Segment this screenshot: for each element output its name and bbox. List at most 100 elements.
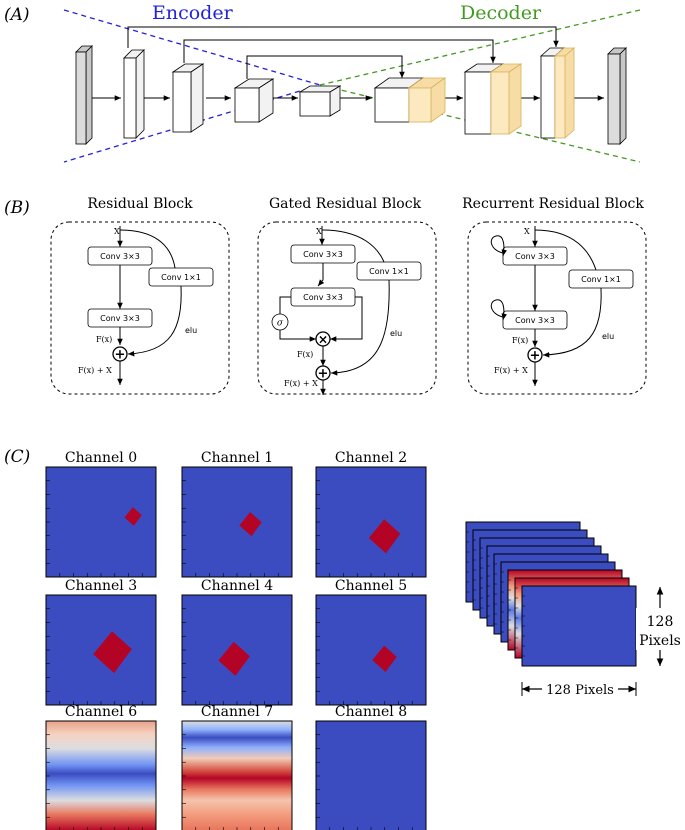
encoder-label: Encoder (152, 2, 234, 24)
block-front-face (464, 71, 492, 135)
conv-1x1-label: Conv 1×1 (369, 267, 409, 276)
elu-label: elu (185, 326, 197, 335)
channel-panel: Channel 6 (45, 704, 157, 830)
block-front-face (408, 87, 432, 123)
conv-3x3-a-label: Conv 3×3 (303, 250, 343, 259)
residual-block: Residual Block X Conv 3×3 Conv 3×3 F(x) … (50, 196, 230, 395)
height-label-number: 128 (647, 614, 674, 630)
height-label-unit: Pixels (639, 633, 681, 649)
width-label: 128 Pixels (546, 683, 614, 698)
feature-map-block (607, 47, 627, 145)
block-side-face (564, 47, 575, 139)
sigma-label: σ (277, 319, 284, 329)
square-source (372, 645, 397, 672)
block-side-face (619, 47, 627, 145)
block-side-face (508, 63, 522, 135)
channel-image (181, 466, 293, 578)
feature-map-block (123, 49, 145, 139)
residual-block-title: Residual Block (87, 196, 193, 212)
feature-map-block (171, 63, 205, 133)
conv-3x3-b-label: Conv 3×3 (100, 314, 140, 323)
encoder-outline (63, 9, 323, 163)
fx-label: F(x) (297, 350, 313, 359)
channel-grid: Channel 0 Channel 1 Channel 2 Channel 3 Chan… (45, 450, 427, 830)
square-source (368, 519, 401, 554)
output-label: F(x) + X (494, 366, 528, 375)
conv-1x1-label: Conv 1×1 (161, 273, 201, 282)
decoder-outline (319, 9, 641, 163)
panel-a-label: (A) (4, 5, 30, 25)
conv-3x3-a-label: Conv 3×3 (515, 252, 555, 261)
output-label: F(x) + X (284, 379, 318, 388)
square-source (93, 631, 132, 674)
recurrent-block-title: Recurrent Residual Block (462, 196, 644, 212)
channel-title: Channel 3 (65, 578, 137, 594)
panel-c-label: (C) (4, 447, 30, 467)
width-dimension: 128 Pixels (521, 680, 637, 698)
channel-image (181, 720, 293, 830)
channel-title: Channel 1 (201, 450, 273, 466)
input-x: X (114, 227, 120, 236)
block-front-face (554, 55, 566, 139)
feature-map-block (553, 47, 576, 139)
stacked-channel (521, 585, 637, 667)
block-front-face (234, 87, 260, 123)
channel-image (45, 466, 157, 578)
elu-label: elu (602, 332, 614, 341)
recurrent-loop-b (490, 299, 507, 321)
conv-3x3-a-label: Conv 3×3 (100, 252, 140, 261)
channel-title: Channel 6 (65, 704, 137, 720)
feature-map-block (298, 85, 342, 117)
times-symbol: × (318, 333, 328, 347)
conv-3x3-b-label: Conv 3×3 (515, 316, 555, 325)
channel-title: Channel 8 (335, 704, 407, 720)
decoder-label: Decoder (460, 2, 542, 24)
panel-b-label: (B) (4, 198, 30, 218)
channel-title: Channel 0 (65, 450, 137, 466)
input-x: X (524, 227, 530, 236)
fx-label: F(x) (96, 335, 112, 344)
height-dimension: 128 Pixels (636, 587, 685, 666)
recurrent-loop-a (490, 235, 507, 257)
channel-panel: Channel 0 (45, 450, 157, 578)
channel-panel: Channel 4 (181, 578, 293, 706)
channel-image (315, 720, 427, 830)
feature-map-block (75, 45, 93, 145)
channel-image (315, 466, 427, 578)
block-front-face (607, 53, 621, 145)
block-side-face (85, 45, 93, 145)
block-front-face (299, 91, 331, 117)
channel-panel: Channel 3 (45, 578, 157, 706)
unet-blocks (75, 45, 627, 145)
block-front-face (123, 57, 137, 139)
block-front-face (490, 71, 510, 135)
feature-map-block (407, 77, 447, 123)
elu-label: elu (390, 329, 402, 338)
square-source (239, 512, 262, 537)
block-front-face (172, 71, 192, 133)
channel-panel: Channel 8 (315, 704, 427, 830)
channel-image (45, 720, 157, 830)
channel-image (315, 594, 427, 706)
channel-panel: Channel 7 (181, 704, 293, 830)
output-label: F(x) + X (78, 366, 112, 375)
channel-title: Channel 5 (335, 578, 407, 594)
feature-map-block (233, 78, 275, 123)
plus-symbol: + (318, 367, 329, 382)
gated-residual-block: Gated Residual Block X Conv 3×3 Conv 3×3… (257, 196, 437, 395)
channel-stack (465, 521, 637, 667)
feature-map-block (489, 63, 523, 135)
conv-3x3-b-label: Conv 3×3 (303, 293, 343, 302)
channel-panel: Channel 5 (315, 578, 427, 706)
channel-panel: Channel 2 (315, 450, 427, 578)
block-side-face (190, 63, 204, 133)
block-front-face (75, 51, 87, 145)
channel-title: Channel 2 (335, 450, 407, 466)
channel-title: Channel 7 (201, 704, 273, 720)
recurrent-residual-block: Recurrent Residual Block X Conv 3×3 Conv… (462, 196, 647, 395)
gated-block-title: Gated Residual Block (269, 196, 422, 212)
plus-symbol: + (530, 349, 541, 364)
channel-panel: Channel 1 (181, 450, 293, 578)
skip-connections (127, 26, 559, 79)
block-front-face (374, 87, 410, 123)
